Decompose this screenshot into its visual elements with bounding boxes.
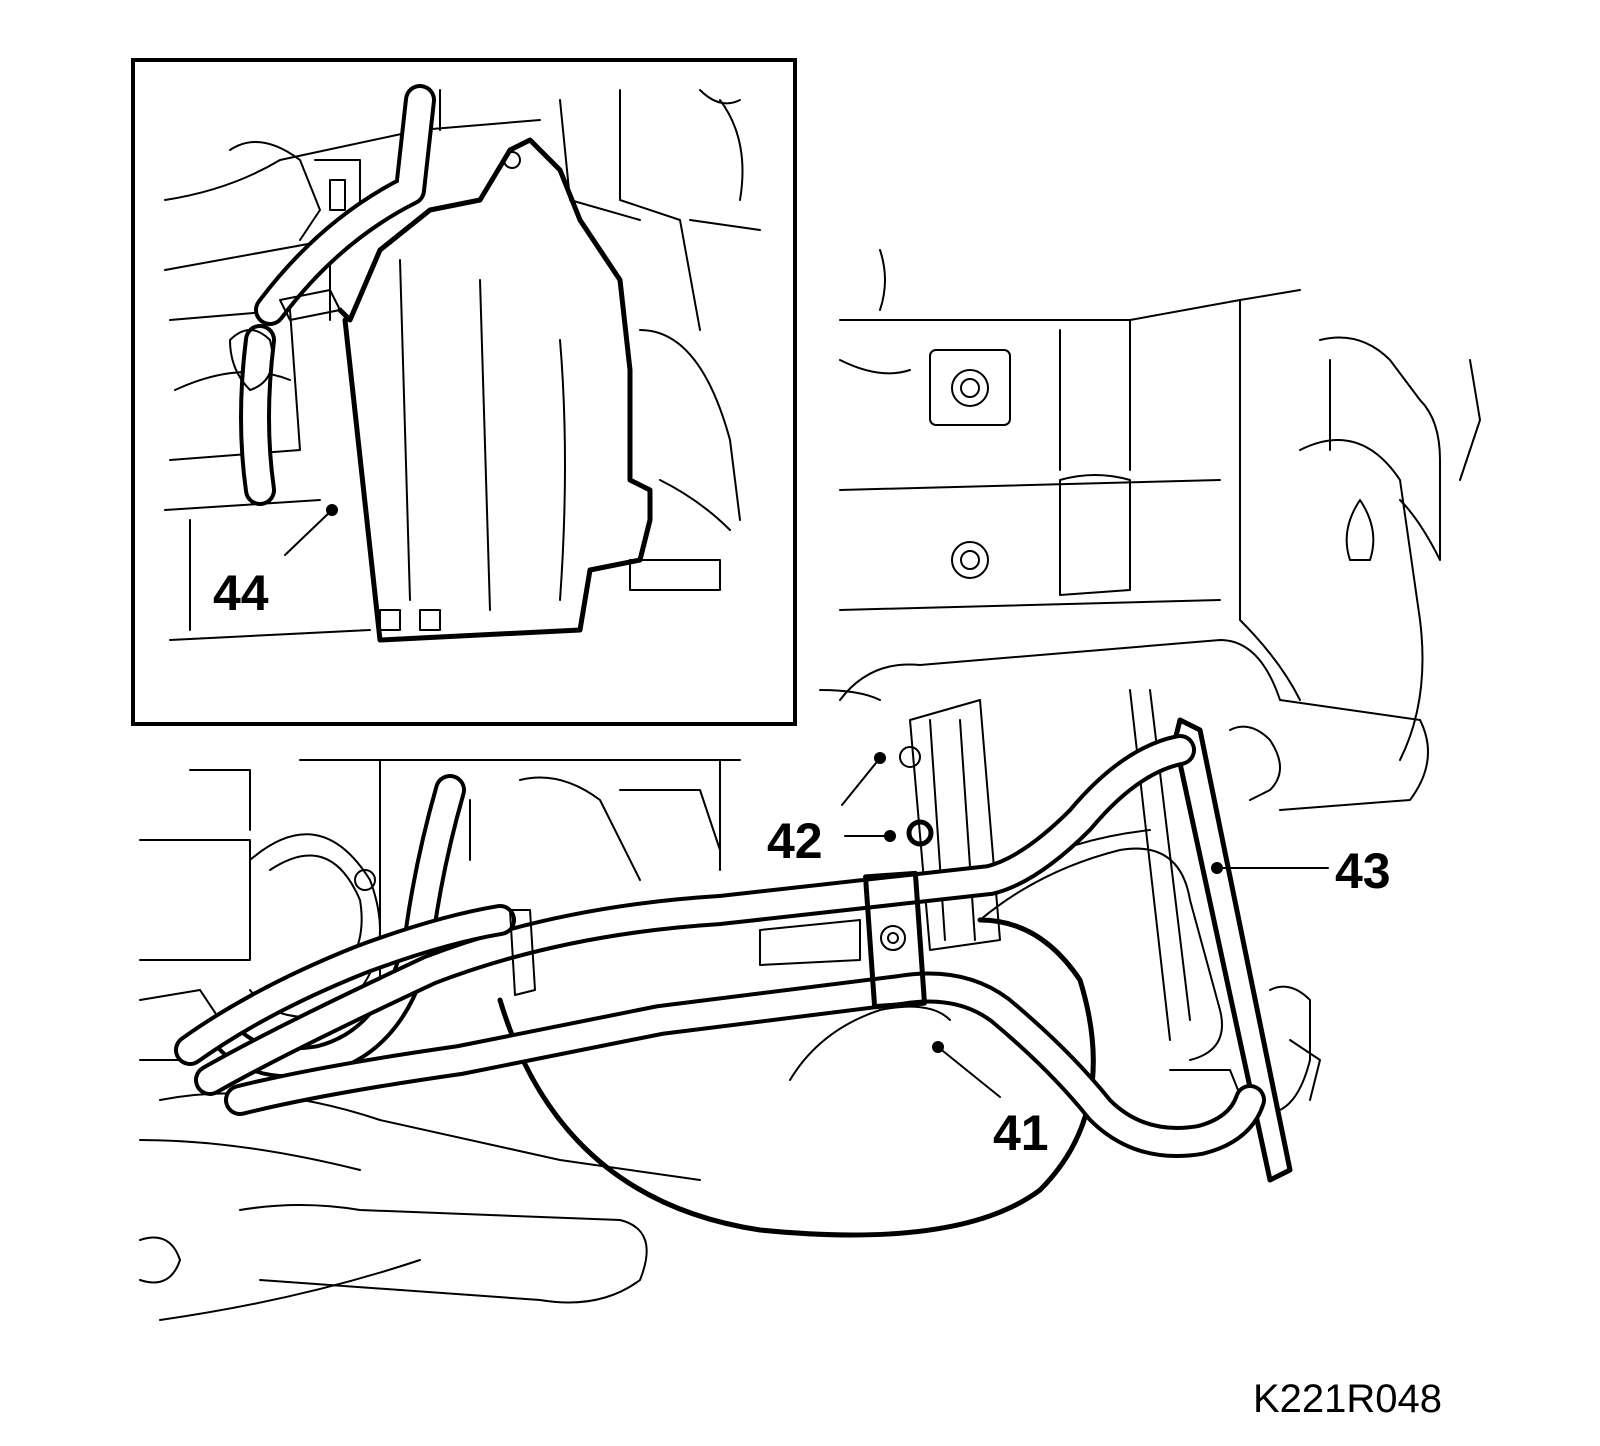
figure-code: K221R048	[1253, 1377, 1442, 1421]
callout-43: 43	[1335, 843, 1391, 899]
tube-pipes	[174, 734, 1266, 1158]
body-structure	[819, 249, 1481, 811]
inset-detail	[131, 58, 797, 726]
gearbox	[139, 759, 741, 1321]
callout-44: 44	[213, 565, 269, 621]
bracket-42	[899, 699, 1001, 951]
callout-42: 42	[767, 813, 823, 869]
tube-clamp	[759, 870, 927, 1010]
callout-41: 41	[993, 1105, 1049, 1161]
leader-lines	[841, 752, 1329, 1098]
main-view	[139, 249, 1481, 1321]
